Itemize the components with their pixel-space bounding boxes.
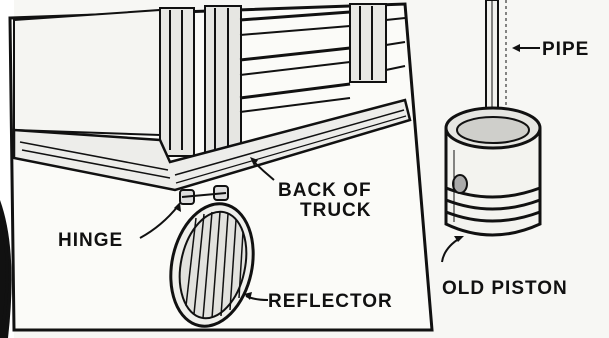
label-pipe: PIPE — [542, 39, 589, 60]
label-back-of-truck-line2: TRUCK — [300, 200, 372, 221]
old-piston — [446, 108, 540, 235]
label-old-piston: OLD PISTON — [442, 278, 568, 299]
label-reflector: REFLECTOR — [268, 291, 393, 312]
label-hinge: HINGE — [58, 230, 123, 251]
label-back-of-truck-line1: BACK OF — [278, 180, 372, 201]
